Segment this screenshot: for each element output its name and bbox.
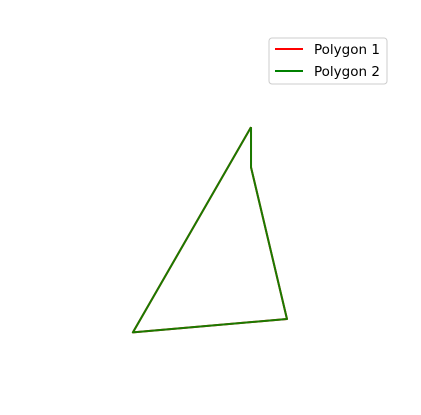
legend-label-polygon-1: Polygon 1 (314, 42, 380, 58)
series-line-polygon-2 (131, 126, 288, 334)
legend-label-polygon-2: Polygon 2 (314, 64, 380, 80)
series-line-polygon-1 (131, 126, 288, 334)
plot-area (131, 126, 288, 334)
legend: Polygon 1 Polygon 2 (268, 37, 388, 85)
